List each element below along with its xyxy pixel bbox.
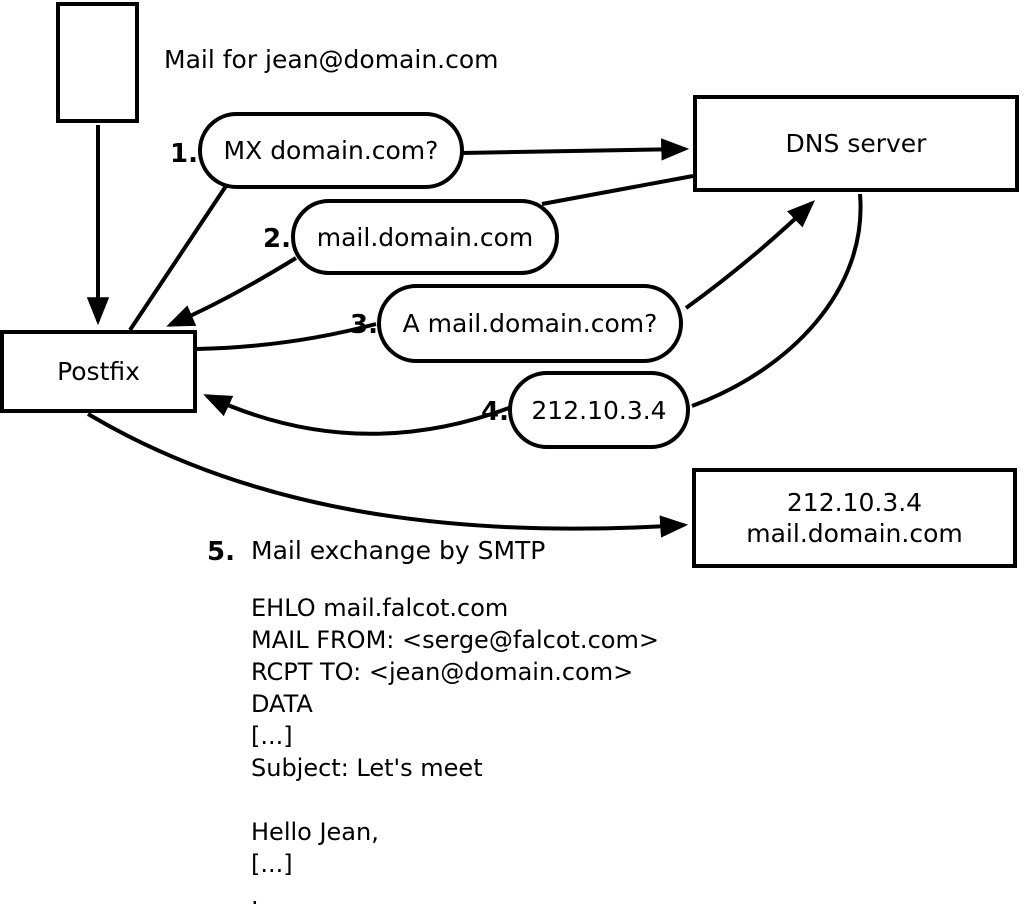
step-5-label: Mail exchange by SMTP	[251, 536, 546, 565]
arrow-postfix-to-mailserver	[86, 412, 689, 538]
mail-note: Mail for jean@domain.com	[164, 45, 499, 74]
line-dns-to-response2	[541, 174, 694, 206]
response-a-pill: 212.10.3.4	[508, 371, 690, 449]
smtp-line-end-dot: .	[251, 882, 259, 910]
arrow-response4-to-postfix	[203, 394, 510, 436]
mail-server-label: 212.10.3.4 mail.domain.com	[746, 487, 962, 549]
mail-server-node: 212.10.3.4 mail.domain.com	[692, 468, 1017, 568]
smtp-line: [...]	[251, 850, 293, 878]
query-a-label: A mail.domain.com?	[402, 309, 658, 338]
line-dns-to-response4	[691, 193, 863, 408]
mail-server-hostname: mail.domain.com	[746, 519, 963, 548]
query-a-pill: A mail.domain.com?	[377, 284, 683, 363]
smtp-line-blank	[251, 784, 659, 816]
smtp-line: DATA	[251, 690, 313, 718]
arrow-query1-to-dns	[461, 138, 690, 161]
response-a-label: 212.10.3.4	[531, 395, 667, 425]
dns-server-node: DNS server	[693, 95, 1019, 192]
query-mx-pill: MX domain.com?	[198, 112, 464, 189]
step-3-number: 3.	[350, 310, 378, 340]
mail-document-icon	[56, 2, 139, 123]
smtp-line: Hello Jean,	[251, 818, 379, 846]
mail-server-ip: 212.10.3.4	[786, 488, 923, 517]
smtp-line: Subject: Let's meet	[251, 754, 483, 782]
response-mx-pill: mail.domain.com	[291, 199, 559, 275]
smtp-line: RCPT TO: <jean@domain.com>	[251, 658, 634, 686]
smtp-line: MAIL FROM: <serge@falcot.com>	[251, 626, 659, 654]
smtp-session-transcript: EHLO mail.falcot.com MAIL FROM: <serge@f…	[251, 592, 659, 912]
step-2-number: 2.	[263, 224, 291, 254]
smtp-line: [...]	[251, 722, 293, 750]
line-postfix-to-query3	[196, 322, 377, 351]
step-1-number: 1.	[170, 139, 198, 169]
arrow-response2-to-postfix	[166, 256, 298, 327]
dns-server-label: DNS server	[785, 129, 927, 158]
query-mx-label: MX domain.com?	[223, 136, 439, 165]
line-postfix-to-query1	[128, 184, 228, 332]
step-5-number: 5.	[207, 537, 235, 567]
response-mx-label: mail.domain.com	[316, 222, 534, 252]
smtp-line: EHLO mail.falcot.com	[251, 594, 509, 622]
postfix-node: Postfix	[0, 330, 197, 413]
step-4-number: 4.	[481, 397, 509, 427]
postfix-label: Postfix	[57, 357, 140, 386]
arrow-query3-to-dns	[684, 200, 816, 310]
